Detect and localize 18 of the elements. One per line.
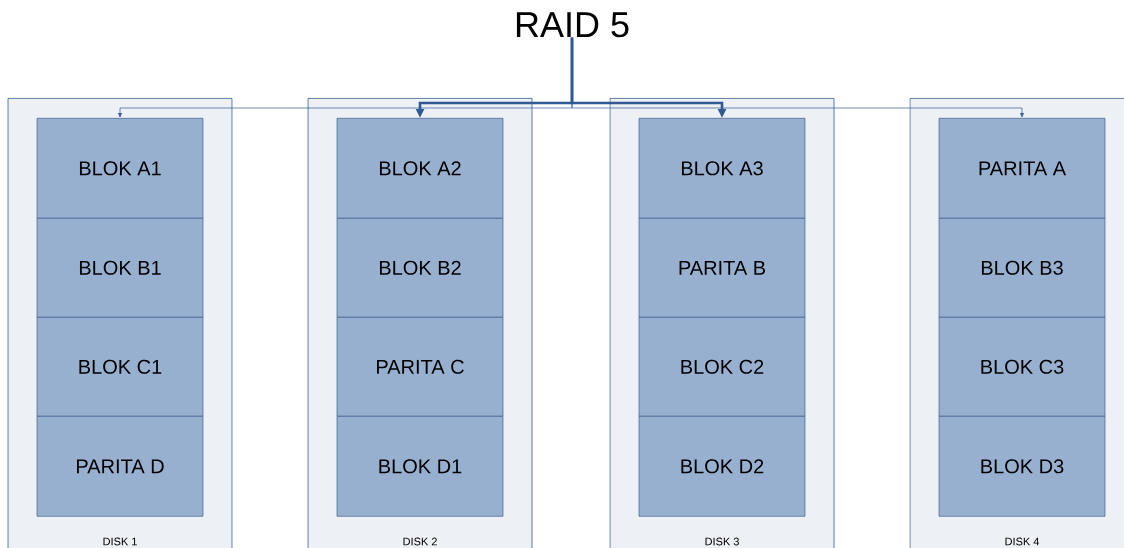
block-cell: BLOK D1 bbox=[336, 416, 504, 517]
block-cell: BLOK B3 bbox=[938, 218, 1106, 318]
block-cell: BLOK C2 bbox=[638, 317, 806, 417]
title: RAID 5 bbox=[516, 12, 629, 38]
block-cell: BLOK A3 bbox=[638, 118, 806, 219]
block-cell: BLOK B2 bbox=[336, 218, 504, 318]
block-cell: BLOK C3 bbox=[938, 317, 1106, 417]
block-cell: PARITA C bbox=[336, 317, 504, 417]
block-cell: BLOK C1 bbox=[36, 317, 204, 417]
block-cell: BLOK B1 bbox=[36, 218, 204, 318]
arrow bbox=[571, 37, 1024, 118]
block-cell: BLOK A1 bbox=[36, 118, 204, 219]
block-cell: BLOK A2 bbox=[336, 118, 504, 219]
block-cell: PARITA A bbox=[938, 118, 1106, 219]
block-cell: BLOK D3 bbox=[938, 416, 1106, 517]
block-cell: PARITA B bbox=[638, 218, 806, 318]
block-cell: PARITA D bbox=[36, 416, 204, 517]
block-cell: BLOK D2 bbox=[638, 416, 806, 517]
